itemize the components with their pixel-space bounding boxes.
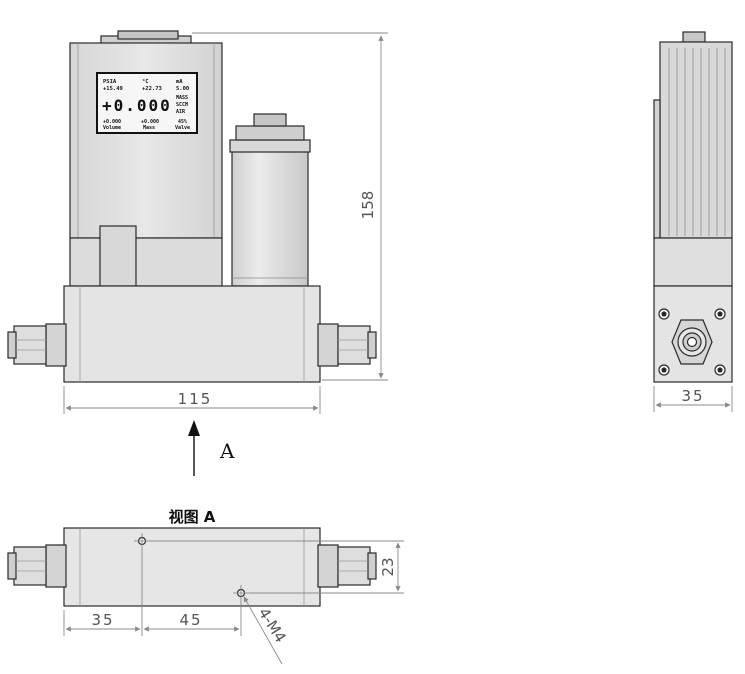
lcd-unit-pressure: PSIA	[103, 79, 117, 85]
bottom-inlet-nut	[45, 544, 67, 588]
lcd-value-current: 5.00	[176, 86, 189, 92]
valve-body	[231, 149, 309, 287]
front-dimensions	[63, 32, 388, 414]
side-connector	[99, 225, 137, 287]
lcd-flow-unit: SCCM	[176, 102, 188, 108]
top-connector-plug	[117, 30, 179, 40]
lcd-mass-label: Mass	[143, 125, 155, 131]
lcd-valve-value: 45%	[178, 119, 187, 125]
front-view	[7, 30, 377, 383]
lcd-volume-label: Volume	[103, 125, 121, 131]
flow-block	[63, 285, 321, 383]
bottom-dimensions	[63, 533, 404, 665]
side-dimensions	[653, 386, 733, 412]
dim-side-width-35: 35	[681, 387, 704, 405]
lcd-valve-label: Valve	[175, 125, 190, 131]
lcd-flow-type: MASS	[176, 95, 188, 101]
bottom-outlet-fitting	[337, 546, 371, 586]
bottom-view-title: 视图 A	[169, 508, 216, 526]
housing-base	[69, 237, 223, 287]
lcd-value-pressure: +15.49	[103, 86, 123, 92]
valve-cap	[229, 139, 311, 153]
outlet-fitting-nut	[317, 323, 339, 367]
dim-depth-23: 23	[379, 557, 397, 576]
bottom-inlet-fitting	[13, 546, 47, 586]
dim-offset-45: 45	[179, 611, 202, 629]
bottom-outlet-nut	[317, 544, 339, 588]
lcd-text: PSIA °C mA +15.49 +22.73 5.00 +0.000 MAS…	[102, 79, 190, 131]
view-arrow-head	[188, 420, 200, 436]
lcd-main-reading: +0.000	[102, 96, 172, 115]
bottom-view	[7, 527, 377, 607]
side-view	[653, 31, 733, 383]
valve-nut	[235, 125, 305, 141]
lcd-unit-temp: °C	[142, 79, 149, 85]
side-housing	[659, 41, 733, 239]
dim-width-115: 115	[178, 390, 213, 408]
lcd-mass-value: +0.000	[141, 119, 159, 125]
dim-height-158: 158	[359, 191, 377, 220]
side-base	[653, 237, 733, 287]
view-arrow-label: A	[219, 439, 235, 463]
view-arrow	[188, 420, 200, 476]
dim-offset-35: 35	[91, 611, 114, 629]
inlet-fitting-nut	[45, 323, 67, 367]
cooling-fins	[668, 48, 726, 236]
valve-top-nut	[253, 113, 287, 127]
bottom-block	[63, 527, 321, 607]
outlet-fitting	[337, 325, 371, 365]
lcd-value-temp: +22.73	[142, 86, 162, 92]
lcd-unit-current: mA	[176, 79, 183, 85]
side-top-connector	[682, 31, 706, 43]
inlet-fitting	[13, 325, 47, 365]
lcd-display	[96, 72, 198, 134]
lcd-volume-value: +0.000	[103, 119, 121, 125]
lcd-gas: AIR	[176, 109, 186, 115]
